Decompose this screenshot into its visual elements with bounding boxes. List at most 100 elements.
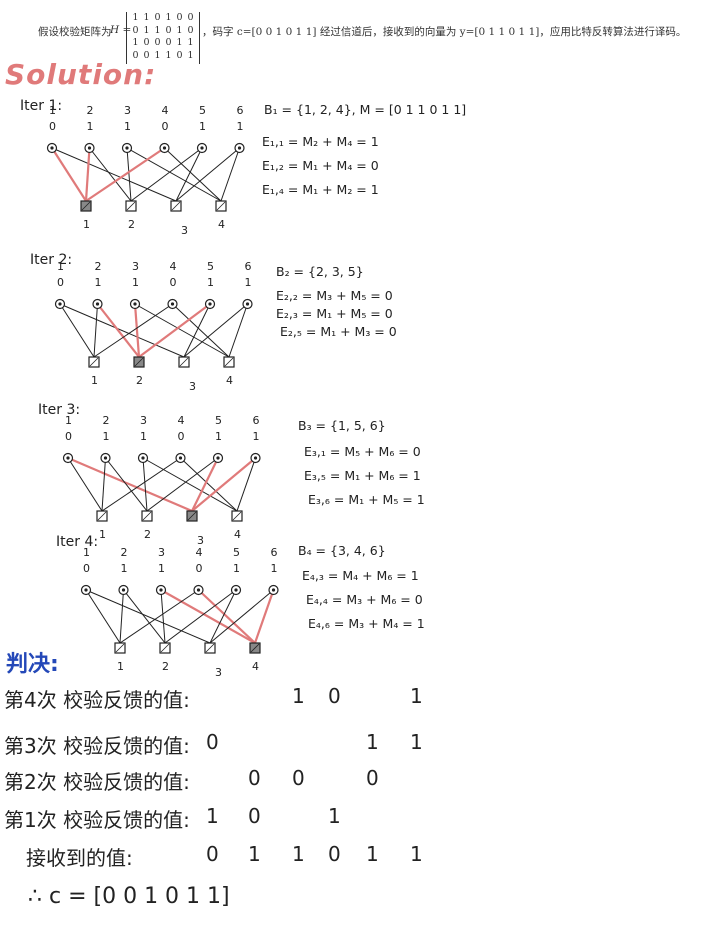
highlighted-edge (133, 303, 141, 358)
received-bit: 0 (170, 276, 177, 289)
received-bit: 1 (237, 120, 244, 133)
var-index: 2 (103, 414, 110, 427)
feedback-value: 0 (292, 766, 305, 790)
check-node-hatch (179, 357, 189, 367)
check-node-hatch (115, 643, 125, 653)
var-index: 3 (158, 546, 165, 559)
check-index: 4 (218, 218, 225, 231)
edge (183, 303, 248, 358)
feedback-value: 0 (328, 684, 341, 708)
variable-node-dot (178, 456, 183, 460)
edge (101, 457, 106, 512)
check-set: B₂ = {2, 3, 5} (276, 264, 364, 279)
edge (67, 457, 103, 512)
var-index: 4 (162, 104, 169, 117)
edge (51, 147, 177, 202)
check-set: B₁ = {1, 2, 4}, M = [0 1 1 0 1 1] (264, 102, 467, 117)
var-index: 2 (87, 104, 94, 117)
edge (180, 457, 238, 512)
variable-node-dot (103, 456, 108, 460)
edge (183, 303, 211, 358)
feedback-value: 1 (366, 730, 379, 754)
var-index: 4 (196, 546, 203, 559)
extrinsic-equation: E₄,₄ = M₃ + M₆ = 0 (306, 592, 423, 607)
highlighted-edge (191, 457, 257, 512)
extrinsic-equation: E₁,₄ = M₁ + M₂ = 1 (262, 182, 379, 197)
edge (209, 589, 274, 644)
extrinsic-equation: E₃,₆ = M₁ + M₅ = 1 (308, 492, 425, 507)
received-value: 0 (328, 842, 341, 866)
highlighted-edge (138, 303, 211, 358)
var-index: 2 (95, 260, 102, 273)
feedback-value: 1 (410, 684, 423, 708)
check-index: 1 (117, 660, 124, 673)
received-bit: 0 (49, 120, 56, 133)
variable-node-dot (84, 588, 88, 592)
check-index: 4 (226, 374, 233, 387)
check-index: 3 (215, 666, 222, 679)
var-index: 4 (178, 414, 185, 427)
received-value: 1 (366, 842, 379, 866)
variable-node-dot (200, 146, 204, 150)
var-index: 3 (124, 104, 131, 117)
check-node-hatch (97, 511, 107, 521)
received-bit: 0 (65, 430, 72, 443)
var-index: 5 (207, 260, 214, 273)
check-node-hatch (81, 201, 91, 211)
verdict-title: 判决: (6, 652, 59, 677)
check-node-hatch (89, 357, 99, 367)
feedback-row-label: 第3次 校验反馈的值: (4, 734, 190, 758)
check-set: B₃ = {1, 5, 6} (298, 418, 386, 433)
check-node-hatch (232, 511, 242, 521)
edge (172, 303, 230, 358)
feedback-value: 0 (248, 766, 261, 790)
check-index: 2 (144, 528, 151, 541)
edge (175, 147, 203, 202)
variable-node-dot (208, 302, 212, 306)
highlighted-edge (191, 457, 219, 512)
received-bit: 1 (132, 276, 139, 289)
decoded-result: ∴ c = [0 0 1 0 1 1] (28, 884, 230, 909)
edge (93, 303, 173, 358)
variable-node-dot (271, 588, 276, 592)
iter-label: Iter 2: (30, 252, 73, 268)
variable-node-dot (87, 146, 92, 150)
received-value: 1 (292, 842, 305, 866)
highlighted-edge (197, 589, 256, 644)
received-value: 0 (206, 842, 219, 866)
check-index: 2 (136, 374, 143, 387)
edge (85, 589, 211, 644)
variable-node-dot (162, 146, 167, 150)
edge (59, 303, 185, 358)
solution-title: Solution: (5, 58, 157, 91)
check-set: B₄ = {3, 4, 6} (298, 543, 386, 558)
iter-label: Iter 1: (20, 98, 63, 114)
edge (146, 457, 219, 512)
check-node-hatch (126, 201, 136, 211)
edge (142, 457, 238, 512)
variable-node-dot (245, 302, 250, 306)
highlighted-edge (253, 589, 275, 644)
edge (105, 457, 148, 512)
var-index: 3 (140, 414, 147, 427)
variable-node-dot (58, 302, 62, 306)
check-index: 4 (234, 528, 241, 541)
problem-intro: 假设校验矩阵为 (38, 26, 112, 38)
check-node-hatch (224, 357, 234, 367)
received-bit: 1 (158, 562, 165, 575)
extrinsic-equation: E₄,₆ = M₃ + M₄ = 1 (308, 616, 425, 631)
check-index: 1 (91, 374, 98, 387)
feedback-value: 1 (206, 804, 219, 828)
var-index: 4 (170, 260, 177, 273)
received-bit: 1 (245, 276, 252, 289)
variable-node-dot (234, 588, 238, 592)
var-index: 1 (57, 260, 64, 273)
extrinsic-equation: E₂,₅ = M₁ + M₃ = 0 (280, 324, 397, 339)
highlighted-edge (67, 456, 193, 513)
